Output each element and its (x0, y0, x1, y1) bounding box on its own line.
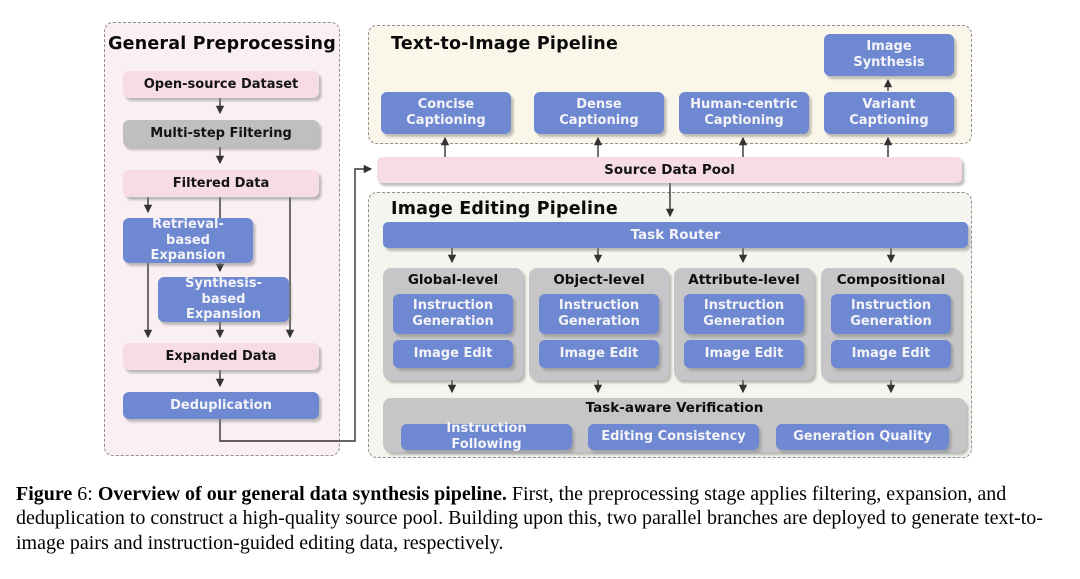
node-variant-captioning: Variant Captioning (824, 92, 954, 134)
image-editing-pipeline-panel: Image Editing Pipeline Task Router Globa… (368, 192, 972, 458)
column-attribute-level: Attribute-level Instruction Generation I… (674, 268, 814, 380)
column-object-level: Object-level Instruction Generation Imag… (529, 268, 669, 380)
column-compositional: Compositional Instruction Generation Ima… (821, 268, 961, 380)
node-concise-captioning: Concise Captioning (381, 92, 511, 134)
node-instruction-generation: Instruction Generation (539, 294, 659, 334)
node-instruction-generation: Instruction Generation (831, 294, 951, 334)
node-generation-quality: Generation Quality (776, 424, 949, 450)
caption-body-text: First, the preprocessing stage applies f… (16, 483, 1043, 554)
node-task-router: Task Router (383, 222, 968, 248)
node-source-data-pool: Source Data Pool (377, 157, 962, 183)
column-global-level: Global-level Instruction Generation Imag… (383, 268, 523, 380)
node-instruction-generation: Instruction Generation (393, 294, 513, 334)
node-image-edit: Image Edit (831, 340, 951, 368)
node-synthesis-expansion: Synthesis-based Expansion (158, 276, 289, 322)
caption-bold-title: Overview of our general data synthesis p… (97, 483, 507, 505)
column-header: Global-level (407, 272, 499, 288)
node-editing-consistency: Editing Consistency (588, 424, 759, 450)
text-to-image-pipeline-panel: Text-to-Image Pipeline Concise Captionin… (368, 25, 972, 144)
caption-figure-number: 6: (72, 483, 98, 505)
text-to-image-pipeline-title: Text-to-Image Pipeline (391, 34, 619, 54)
node-image-edit: Image Edit (539, 340, 659, 368)
node-deduplication: Deduplication (123, 392, 319, 419)
node-instruction-following: Instruction Following (401, 421, 572, 452)
node-image-edit: Image Edit (684, 340, 804, 368)
figure-diagram: General Preprocessing Open-source Datase… (104, 22, 972, 458)
node-image-edit: Image Edit (393, 340, 513, 368)
image-editing-pipeline-title: Image Editing Pipeline (391, 199, 618, 219)
general-preprocessing-panel: General Preprocessing Open-source Datase… (104, 22, 340, 456)
node-expanded-data: Expanded Data (123, 343, 319, 370)
general-preprocessing-title: General Preprocessing (108, 34, 336, 54)
node-filtered-data: Filtered Data (123, 170, 319, 197)
column-header: Compositional (836, 272, 946, 288)
column-header: Object-level (553, 272, 645, 288)
node-instruction-generation: Instruction Generation (684, 294, 804, 334)
column-header: Attribute-level (688, 272, 800, 288)
node-image-synthesis: Image Synthesis (824, 34, 954, 76)
node-dense-captioning: Dense Captioning (534, 92, 664, 134)
node-human-centric-captioning: Human-centric Captioning (679, 92, 809, 134)
verification-title: Task-aware Verification (585, 400, 764, 416)
node-multi-step-filtering: Multi-step Filtering (123, 120, 319, 147)
task-aware-verification-bar: Task-aware Verification Instruction Foll… (383, 398, 966, 452)
figure-caption: Figure 6: Overview of our general data s… (16, 482, 1066, 555)
caption-figure-label: Figure (16, 483, 73, 505)
node-open-source-dataset: Open-source Dataset (123, 71, 319, 98)
node-retrieval-expansion: Retrieval-based Expansion (123, 217, 253, 263)
